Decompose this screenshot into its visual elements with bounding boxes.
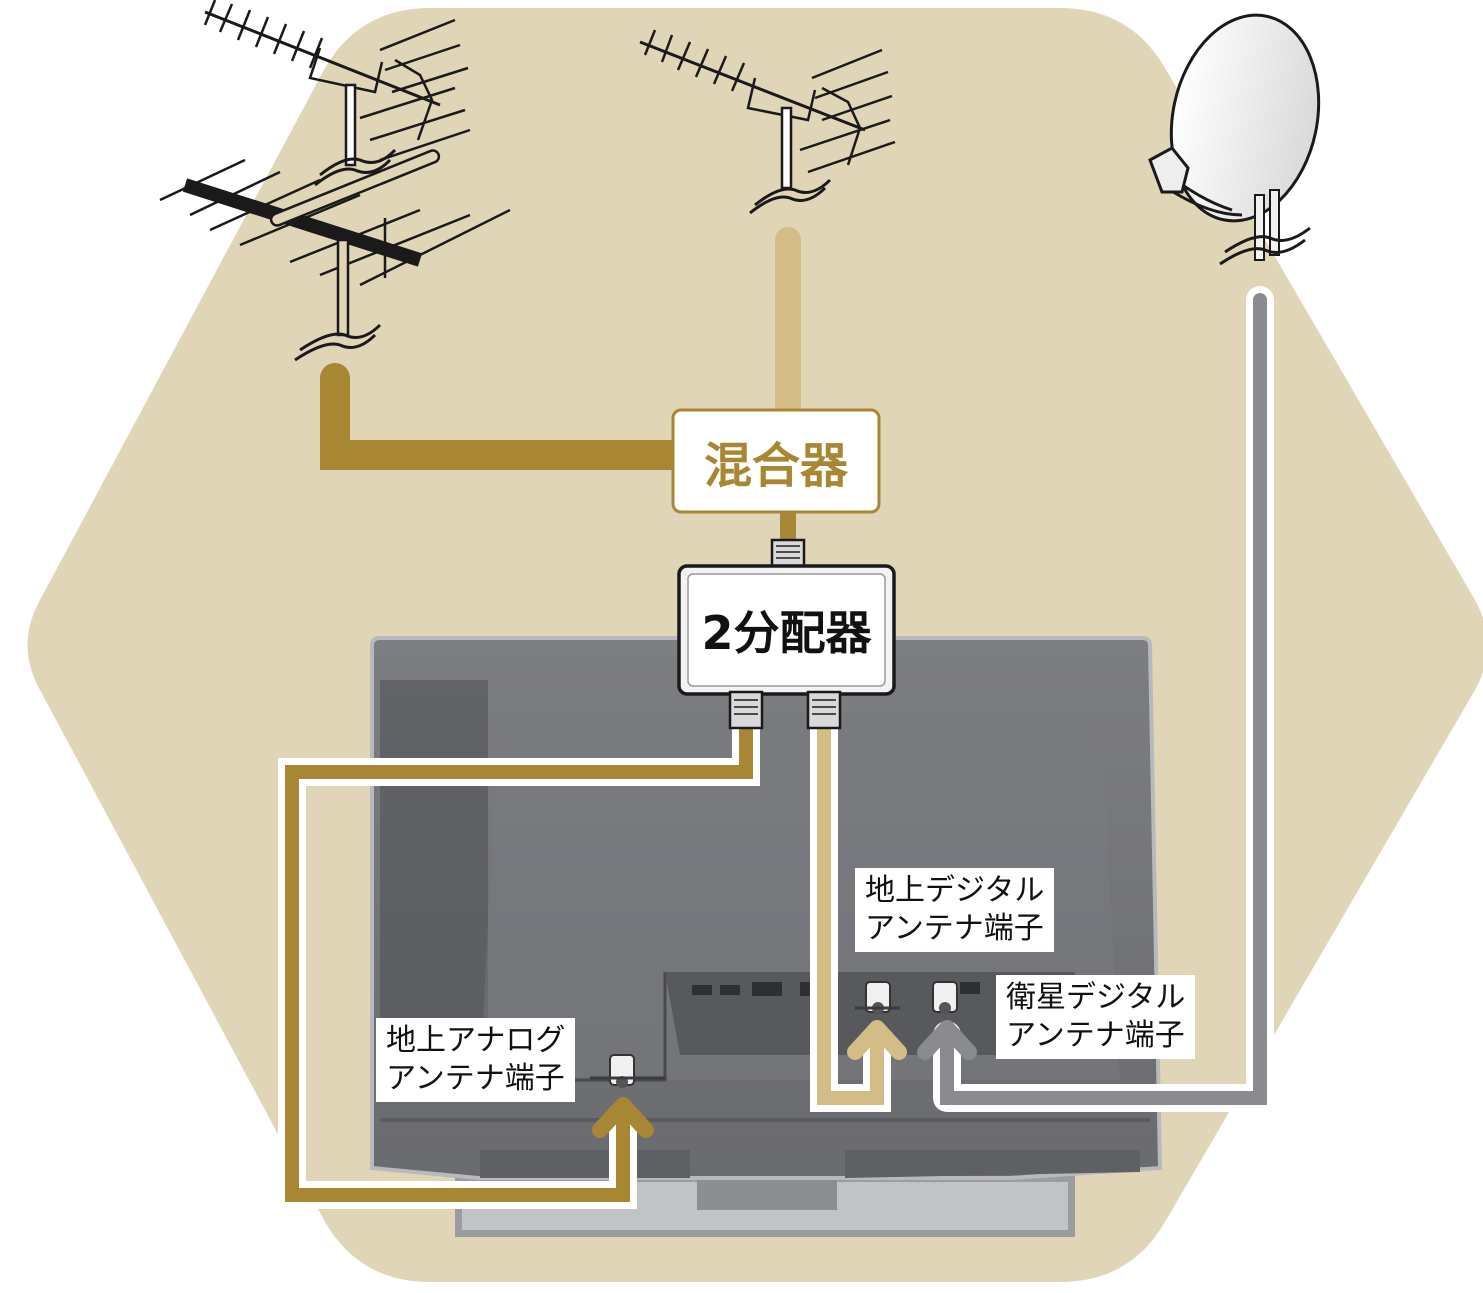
terrestrial-analog-label-line1: 地上アナログ <box>386 1022 565 1060</box>
mixer-label: 混合器 <box>673 410 879 512</box>
satellite-digital-label-line1: 衛星デジタル <box>1006 979 1185 1017</box>
terrestrial-digital-label-line2: アンテナ端子 <box>865 910 1044 948</box>
terrestrial-analog-label-line2: アンテナ端子 <box>386 1060 565 1098</box>
satellite-digital-terminal <box>933 982 957 1014</box>
satellite-digital-label: 衛星デジタル アンテナ端子 <box>996 975 1195 1059</box>
terrestrial-analog-label: 地上アナログ アンテナ端子 <box>376 1018 575 1102</box>
terrestrial-digital-label: 地上デジタル アンテナ端子 <box>855 868 1054 952</box>
terrestrial-digital-label-line1: 地上デジタル <box>865 872 1044 910</box>
splitter-label: 2分配器 <box>688 574 885 686</box>
satellite-digital-label-line2: アンテナ端子 <box>1006 1017 1185 1055</box>
